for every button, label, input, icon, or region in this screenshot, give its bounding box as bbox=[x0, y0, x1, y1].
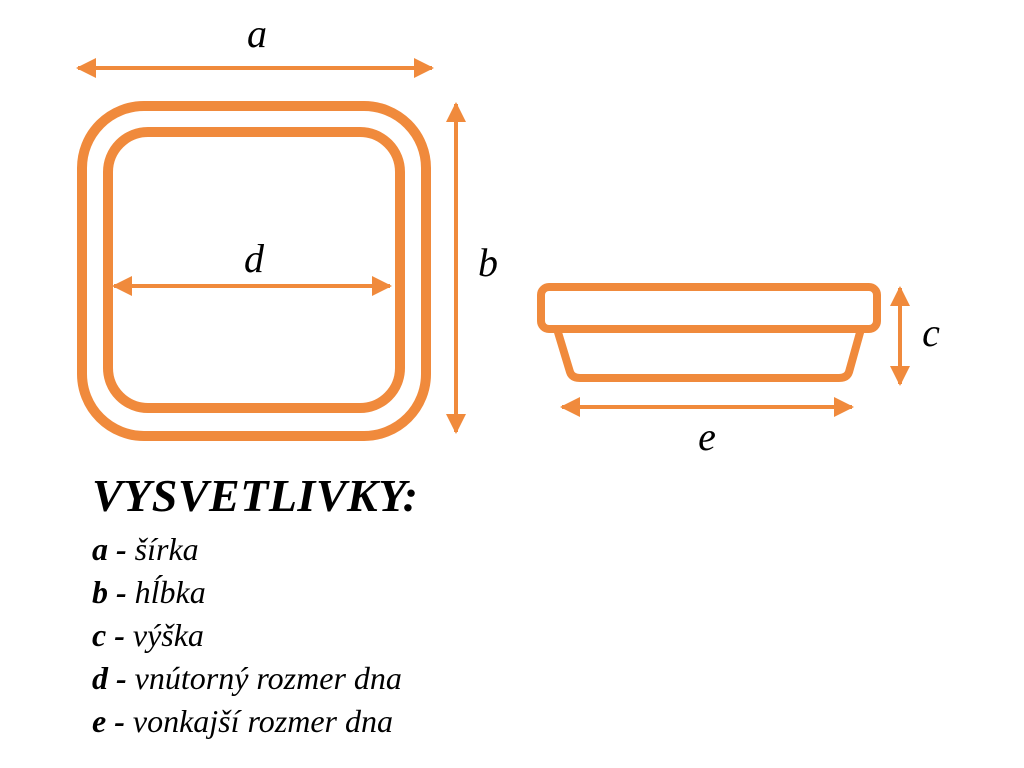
legend-key: c bbox=[92, 617, 107, 653]
dimension-label-a: a bbox=[247, 11, 267, 56]
legend-separator: - bbox=[106, 703, 133, 739]
legend-description: hĺbka bbox=[134, 574, 206, 610]
legend-item-e: e - vonkajší rozmer dna bbox=[92, 700, 792, 743]
legend-item-c: c - výška bbox=[92, 614, 792, 657]
legend-separator: - bbox=[108, 531, 135, 567]
legend-key: d bbox=[92, 660, 108, 696]
dimension-label-e: e bbox=[698, 414, 716, 459]
legend-separator: - bbox=[108, 660, 135, 696]
legend-item-a: a - šírka bbox=[92, 528, 792, 571]
legend-description: vonkajší rozmer dna bbox=[132, 703, 393, 739]
legend-separator: - bbox=[108, 574, 135, 610]
legend-description: šírka bbox=[134, 531, 199, 567]
legend: VYSVETLIVKY: a - šírka b - hĺbka c - výš… bbox=[92, 470, 792, 743]
top-view-inner-base bbox=[103, 127, 405, 413]
top-view-outer-rim bbox=[77, 101, 431, 441]
dimension-label-d: d bbox=[244, 236, 265, 281]
legend-item-b: b - hĺbka bbox=[92, 571, 792, 614]
side-view-rim bbox=[537, 283, 881, 333]
dimension-label-c: c bbox=[922, 310, 940, 355]
side-view-body bbox=[553, 327, 865, 382]
legend-item-d: d - vnútorný rozmer dna bbox=[92, 657, 792, 700]
legend-title: VYSVETLIVKY: bbox=[92, 470, 419, 521]
legend-separator: - bbox=[106, 617, 133, 653]
legend-key: e bbox=[92, 703, 107, 739]
legend-description: vnútorný rozmer dna bbox=[134, 660, 402, 696]
legend-key: a bbox=[92, 531, 108, 567]
dimension-label-b: b bbox=[478, 240, 498, 285]
legend-description: výška bbox=[132, 617, 204, 653]
legend-key: b bbox=[92, 574, 108, 610]
